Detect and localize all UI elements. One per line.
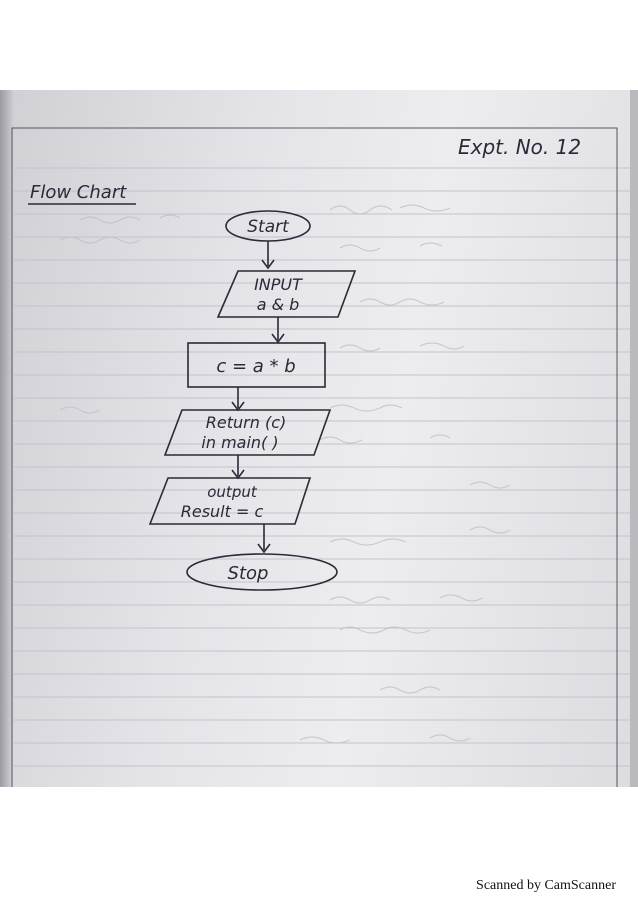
experiment-number-label: Expt. No. 12 <box>458 135 581 159</box>
arrowhead-output-stop <box>257 543 271 554</box>
bleed-through-marks <box>59 204 511 744</box>
page-edge <box>630 90 638 787</box>
arrowhead-input-process <box>271 333 285 344</box>
ruled-lines <box>14 167 630 767</box>
stop-label: Stop <box>228 563 269 584</box>
input-label-line1: INPUT <box>254 275 303 294</box>
output-label-line1: output <box>207 483 258 501</box>
page-shadow <box>0 90 14 787</box>
page-border <box>11 127 618 787</box>
return-parallelogram <box>163 409 332 456</box>
arrowhead-start-input <box>261 259 275 270</box>
output-label-line2: Result = c <box>181 502 264 521</box>
notebook-page: Expt. No. 12 Flow Chart Start INPUT <box>0 90 638 787</box>
return-label-line2: in main( ) <box>201 433 278 452</box>
process-box <box>187 342 326 388</box>
return-label-line1: Return (c) <box>206 413 286 432</box>
input-parallelogram <box>216 270 357 318</box>
start-label: Start <box>247 217 290 237</box>
input-label-line2: a & b <box>257 295 300 314</box>
process-label: c = a * b <box>216 356 295 377</box>
scanner-credit: Scanned by CamScanner <box>476 878 616 893</box>
flowchart-diagram: Expt. No. 12 Flow Chart Start INPUT <box>11 127 630 787</box>
stop-terminal <box>186 553 338 591</box>
output-parallelogram <box>148 477 312 525</box>
flowchart-heading: Flow Chart <box>30 182 127 203</box>
